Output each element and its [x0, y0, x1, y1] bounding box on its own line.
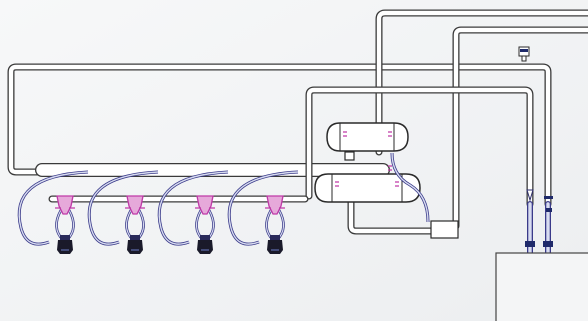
receiver-tank-icon — [326, 122, 409, 152]
vacuum-regulator-icon — [518, 46, 530, 62]
bulk-tank-icon — [495, 252, 588, 321]
milking-claw-icon — [227, 170, 299, 254]
tank-connector — [344, 151, 355, 161]
milking-claw-icon — [17, 170, 89, 254]
receiver-vacuum-pipe — [305, 86, 534, 208]
milking-claw-icon — [87, 170, 159, 254]
milking-units — [17, 170, 299, 254]
receiver-tank-icon — [314, 165, 421, 203]
milk-pump-icon — [430, 220, 459, 239]
pump-outlet-pipe — [347, 196, 436, 235]
valve-icon — [543, 196, 553, 247]
receiver-hose — [390, 152, 430, 223]
return-pipe — [436, 26, 588, 230]
receiver-tanks — [314, 122, 421, 203]
drop-valves — [525, 189, 553, 247]
vacuum-loop-pipe — [7, 63, 552, 208]
top-supply-pipe — [375, 9, 588, 156]
milking-claw-icon — [157, 170, 229, 254]
valve-icon — [525, 189, 535, 247]
